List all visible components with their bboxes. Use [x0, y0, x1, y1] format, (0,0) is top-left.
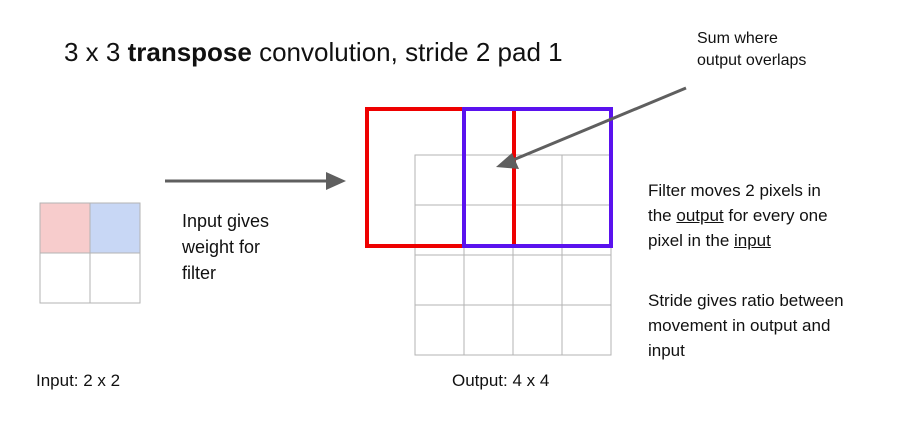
input-cell-bottom-right	[89, 252, 141, 304]
sum-overlap-note: Sum where output overlaps	[697, 28, 806, 72]
output-size-label: Output: 4 x 4	[452, 371, 550, 390]
sum-overlap-arrow	[496, 86, 687, 169]
stride-note-line: Stride gives ratio between	[648, 291, 844, 310]
stride-ratio-note: Stride gives ratio between movement in o…	[648, 288, 844, 363]
input-cell-top-right	[89, 202, 141, 254]
sum-note-line: output overlaps	[697, 52, 807, 69]
title-bold-word: transpose	[127, 37, 252, 67]
diagram-title: 3 x 3 transpose convolution, stride 2 pa…	[64, 37, 563, 67]
stride-note-line: input	[648, 341, 685, 360]
filter-note-line: Filter moves 2 pixels in	[648, 181, 821, 200]
red-filter-box	[365, 107, 516, 248]
sum-note-line: Sum where	[697, 30, 778, 47]
filter-movement-note: Filter moves 2 pixels in the output for …	[648, 178, 828, 253]
filter-note-line: pixel in the input	[648, 231, 771, 250]
input-note-line: Input gives	[182, 211, 270, 231]
input-grid	[39, 202, 141, 304]
input-weight-note: Input gives weight for filter	[182, 208, 269, 286]
input-cell-top-left	[39, 202, 91, 254]
input-size-label: Input: 2 x 2	[36, 371, 121, 390]
input-cell-bottom-left	[39, 252, 91, 304]
input-to-output-arrow	[165, 172, 346, 190]
input-note-line: weight for	[182, 237, 261, 257]
filter-note-line: the output for every one	[648, 206, 828, 225]
input-note-line: filter	[182, 263, 217, 283]
blue-filter-box	[462, 107, 613, 248]
stride-note-line: movement in output and	[648, 316, 831, 335]
